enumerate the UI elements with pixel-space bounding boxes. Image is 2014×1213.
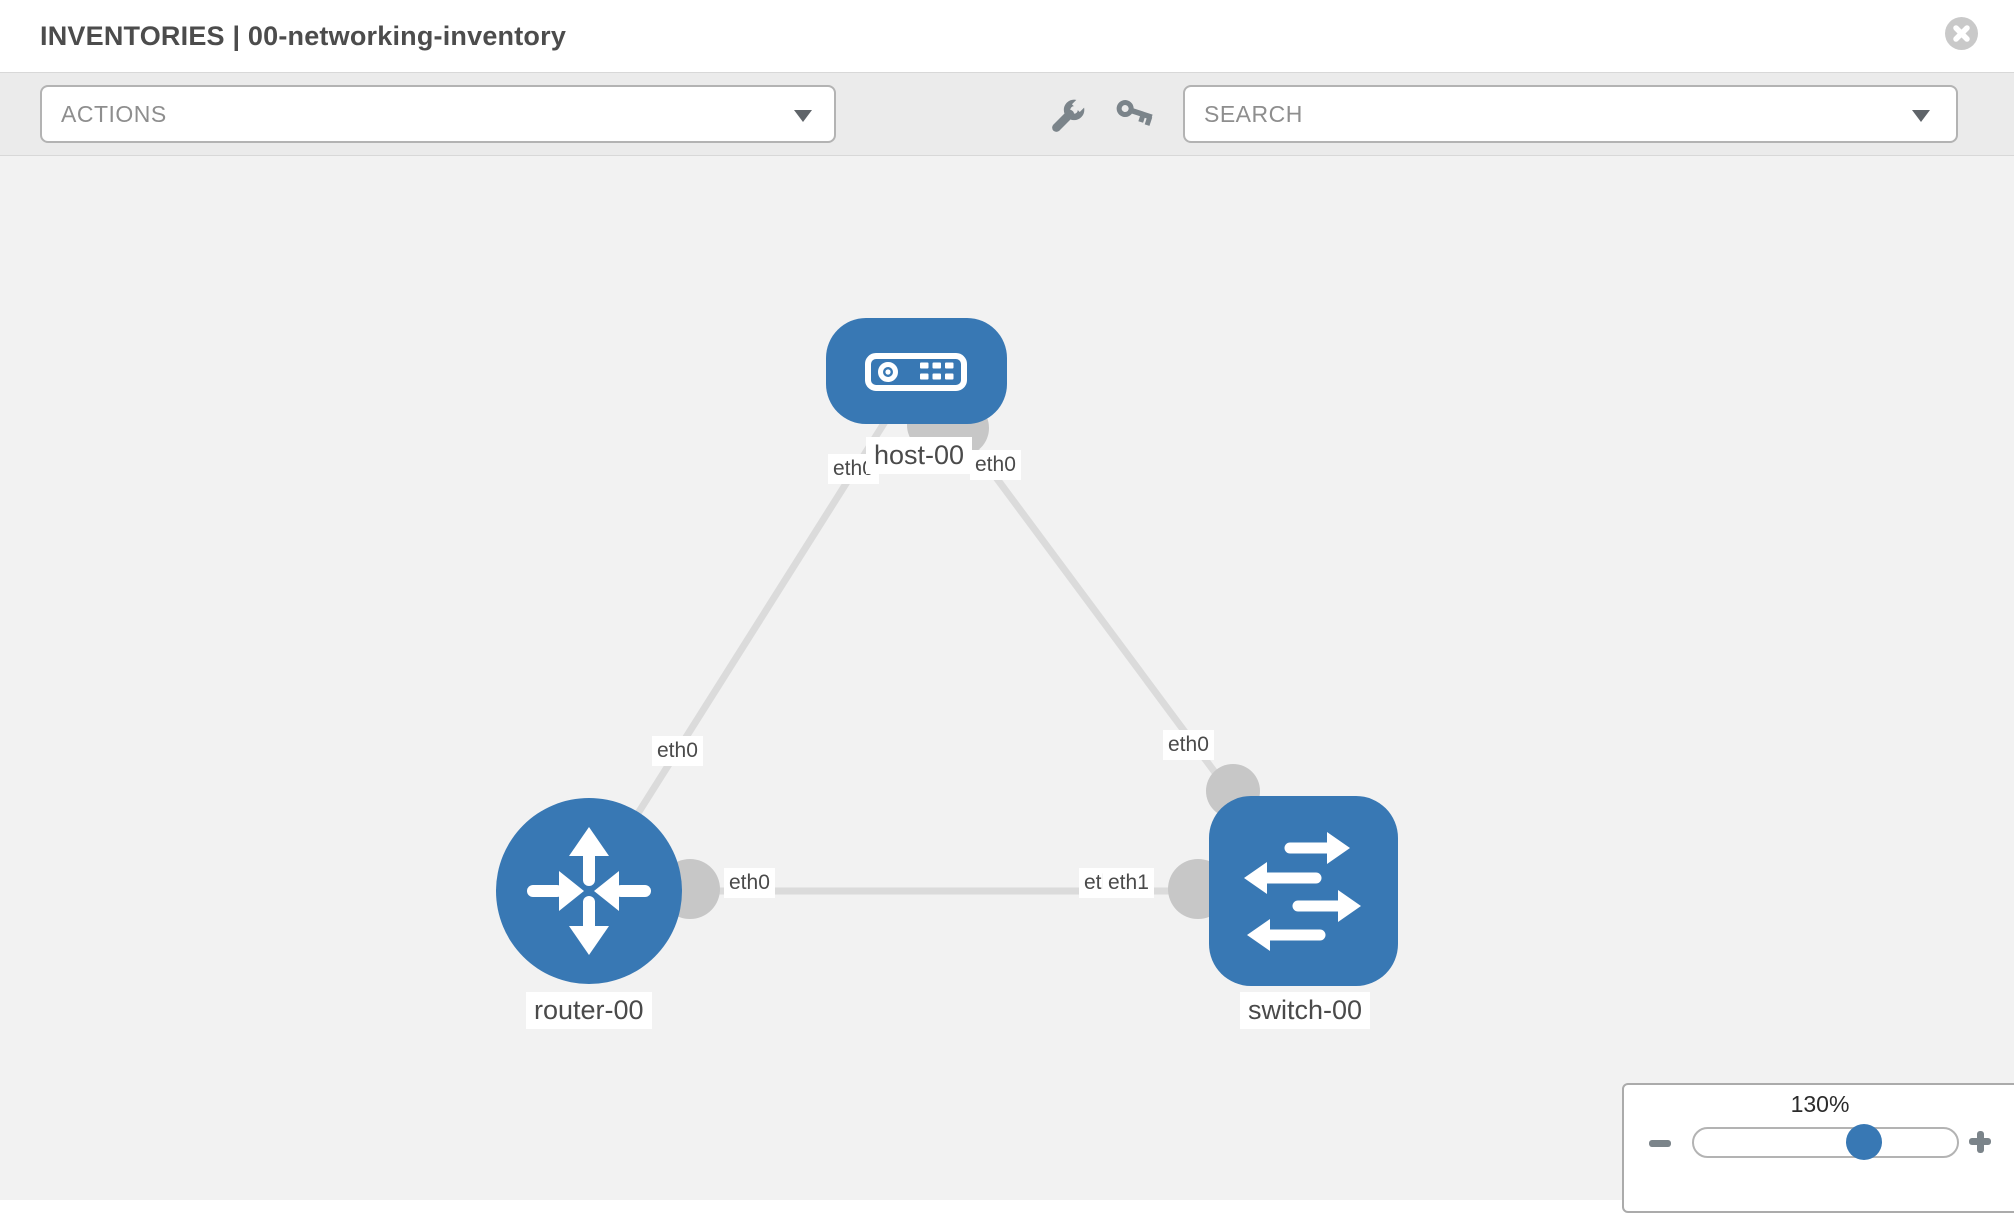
- node-switch-00[interactable]: [1209, 796, 1398, 986]
- interface-label: eth0: [1163, 730, 1214, 760]
- interface-label: eth0: [724, 868, 775, 898]
- key-button[interactable]: [1113, 95, 1157, 139]
- chevron-down-icon: [794, 110, 812, 122]
- zoom-slider[interactable]: [1692, 1124, 1959, 1160]
- node-label-router: router-00: [526, 992, 652, 1029]
- interface-endpoints: [660, 397, 1260, 919]
- router-icon: [527, 827, 651, 955]
- zoom-out-button[interactable]: [1646, 1129, 1674, 1157]
- wrench-icon: [1052, 98, 1086, 132]
- node-label-switch: switch-00: [1240, 992, 1371, 1029]
- topology-canvas[interactable]: eth0 eth0 eth0 eth0 eth0 eth0 eth1 host-…: [0, 156, 2014, 1200]
- close-button[interactable]: [1945, 17, 1978, 50]
- interface-label: eth0: [652, 736, 703, 766]
- page-title: INVENTORIES | 00-networking-inventory: [40, 21, 567, 51]
- chevron-down-icon: [1912, 110, 1930, 122]
- search-dropdown-label: SEARCH: [1204, 101, 1303, 127]
- node-label-host: host-00: [866, 437, 973, 474]
- close-icon: [1953, 25, 1970, 42]
- actions-dropdown-label: ACTIONS: [61, 101, 167, 127]
- header: INVENTORIES | 00-networking-inventory: [0, 0, 2014, 72]
- toolbar: ACTIONS SEARCH: [0, 72, 2014, 156]
- zoom-slider-knob[interactable]: [1846, 1124, 1882, 1160]
- configure-button[interactable]: [1045, 95, 1089, 139]
- interface-label: eth0: [970, 450, 1021, 480]
- zoom-control-panel: 130%: [1622, 1083, 2014, 1213]
- actions-dropdown[interactable]: ACTIONS: [40, 85, 836, 143]
- switch-icon: [1244, 832, 1361, 951]
- key-icon: [1116, 100, 1153, 126]
- interface-label: eth1: [1103, 868, 1154, 898]
- node-router-00[interactable]: [496, 798, 682, 984]
- minus-icon: [1649, 1140, 1671, 1147]
- host-icon: [865, 353, 967, 391]
- search-dropdown[interactable]: SEARCH: [1183, 85, 1958, 143]
- node-host-00[interactable]: [826, 318, 1007, 424]
- zoom-in-button[interactable]: [1966, 1127, 1994, 1155]
- zoom-level-value: 130%: [1790, 1091, 1850, 1117]
